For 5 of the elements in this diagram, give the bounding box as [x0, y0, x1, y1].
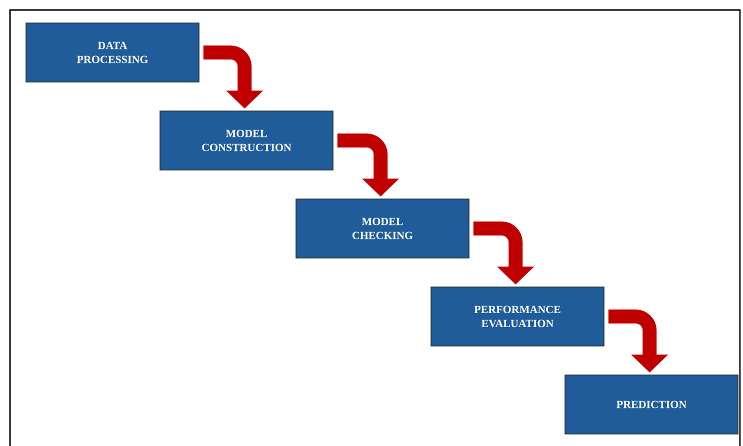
process-box: MODEL CONSTRUCTION [160, 110, 334, 170]
process-box: DATA PROCESSING [26, 22, 200, 82]
process-box: PREDICTION [564, 374, 738, 434]
process-box: MODEL CHECKING [296, 198, 470, 258]
process-box: PERFORMANCE EVALUATION [430, 286, 604, 346]
